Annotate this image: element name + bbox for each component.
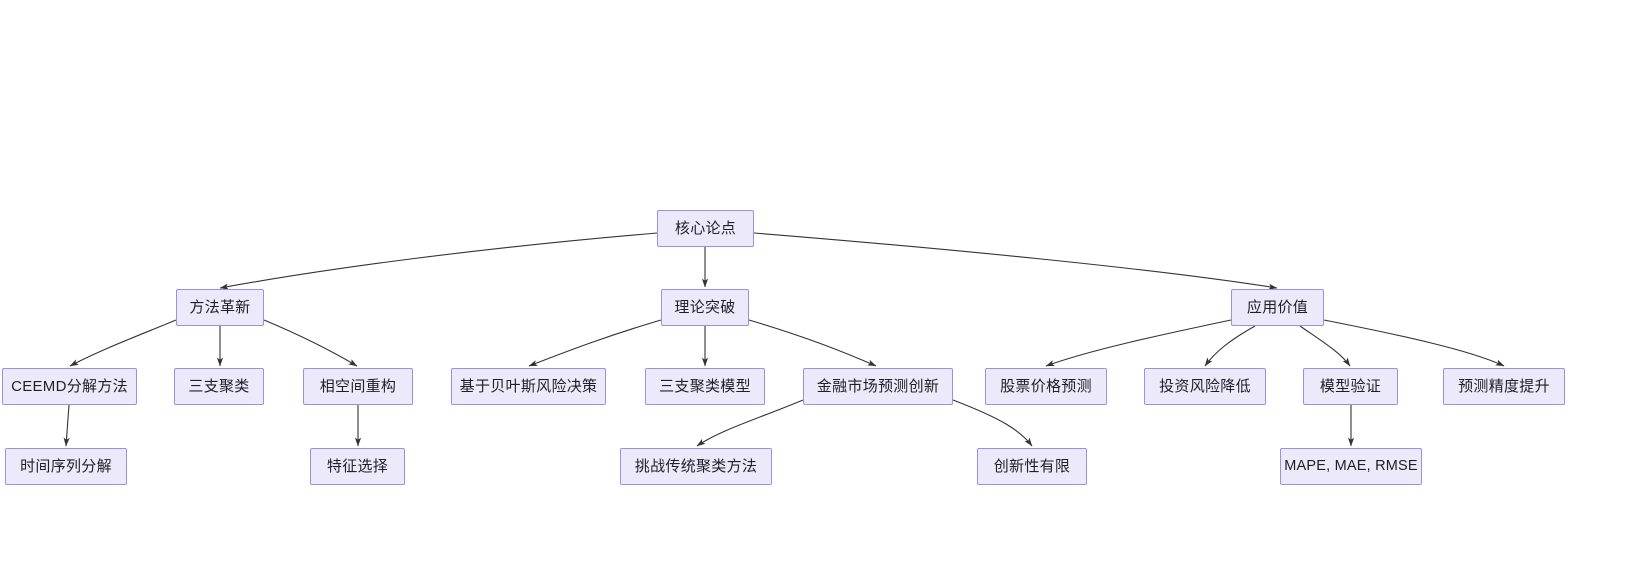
edge-root-to-l1c (753, 232, 1278, 290)
node-label: 应用价值 (1246, 299, 1309, 316)
node-l2a[interactable]: CEEMD分解方法 (2, 368, 137, 405)
node-label: 预测精度提升 (1458, 378, 1550, 395)
node-l1c[interactable]: 应用价值 (1231, 289, 1324, 326)
node-l2g[interactable]: 股票价格预测 (985, 368, 1107, 405)
edge-l2f-to-l3c (696, 399, 804, 447)
edge-group (63, 232, 1505, 447)
edge-l1a-to-l2a (69, 319, 177, 367)
edge-l1c-to-l2g (1045, 319, 1232, 367)
edge-root-to-l1a (219, 232, 658, 290)
node-l3a[interactable]: 时间序列分解 (5, 448, 127, 485)
node-label: 时间序列分解 (20, 458, 112, 475)
node-l3b[interactable]: 特征选择 (310, 448, 405, 485)
node-label: 金融市场预测创新 (816, 378, 940, 395)
node-l2f[interactable]: 金融市场预测创新 (803, 368, 953, 405)
node-label: 三支聚类模型 (659, 378, 751, 395)
node-l2c[interactable]: 相空间重构 (303, 368, 413, 405)
edge-l2a-to-l3a (63, 404, 70, 447)
node-l2i[interactable]: 模型验证 (1303, 368, 1398, 405)
node-l2e[interactable]: 三支聚类模型 (645, 368, 765, 405)
edge-l1b-to-l2d (528, 319, 662, 367)
node-l2h[interactable]: 投资风险降低 (1144, 368, 1266, 405)
edge-l1a-to-l2c (263, 319, 358, 367)
node-label: 三支聚类 (188, 378, 250, 395)
node-label: 基于贝叶斯风险决策 (459, 378, 598, 395)
edge-l1c-to-l2i (1299, 325, 1351, 367)
node-label: 方法革新 (189, 299, 251, 316)
node-l2d[interactable]: 基于贝叶斯风险决策 (451, 368, 606, 405)
node-label: 相空间重构 (319, 378, 397, 395)
node-l2j[interactable]: 预测精度提升 (1443, 368, 1565, 405)
node-l2b[interactable]: 三支聚类 (174, 368, 264, 405)
edge-l1c-to-l2j (1323, 319, 1505, 367)
edge-l1b-to-l2f (748, 319, 877, 367)
edge-l1c-to-l2h (1204, 325, 1256, 367)
node-label: 模型验证 (1319, 378, 1382, 395)
node-label: 股票价格预测 (1000, 378, 1092, 395)
node-l3e[interactable]: MAPE, MAE, RMSE (1280, 448, 1422, 485)
node-label: 特征选择 (326, 458, 389, 475)
node-root[interactable]: 核心论点 (657, 210, 754, 247)
node-label: 创新性有限 (993, 458, 1071, 475)
node-label: 理论突破 (674, 299, 736, 316)
node-label: MAPE, MAE, RMSE (1284, 458, 1418, 475)
node-l1b[interactable]: 理论突破 (661, 289, 749, 326)
node-label: 挑战传统聚类方法 (634, 458, 758, 475)
node-l1a[interactable]: 方法革新 (176, 289, 264, 326)
node-l3c[interactable]: 挑战传统聚类方法 (620, 448, 772, 485)
node-label: 投资风险降低 (1159, 378, 1251, 395)
node-label: 核心论点 (674, 220, 737, 237)
node-label: CEEMD分解方法 (11, 378, 128, 395)
node-l3d[interactable]: 创新性有限 (977, 448, 1087, 485)
edge-l2f-to-l3d (952, 399, 1033, 447)
